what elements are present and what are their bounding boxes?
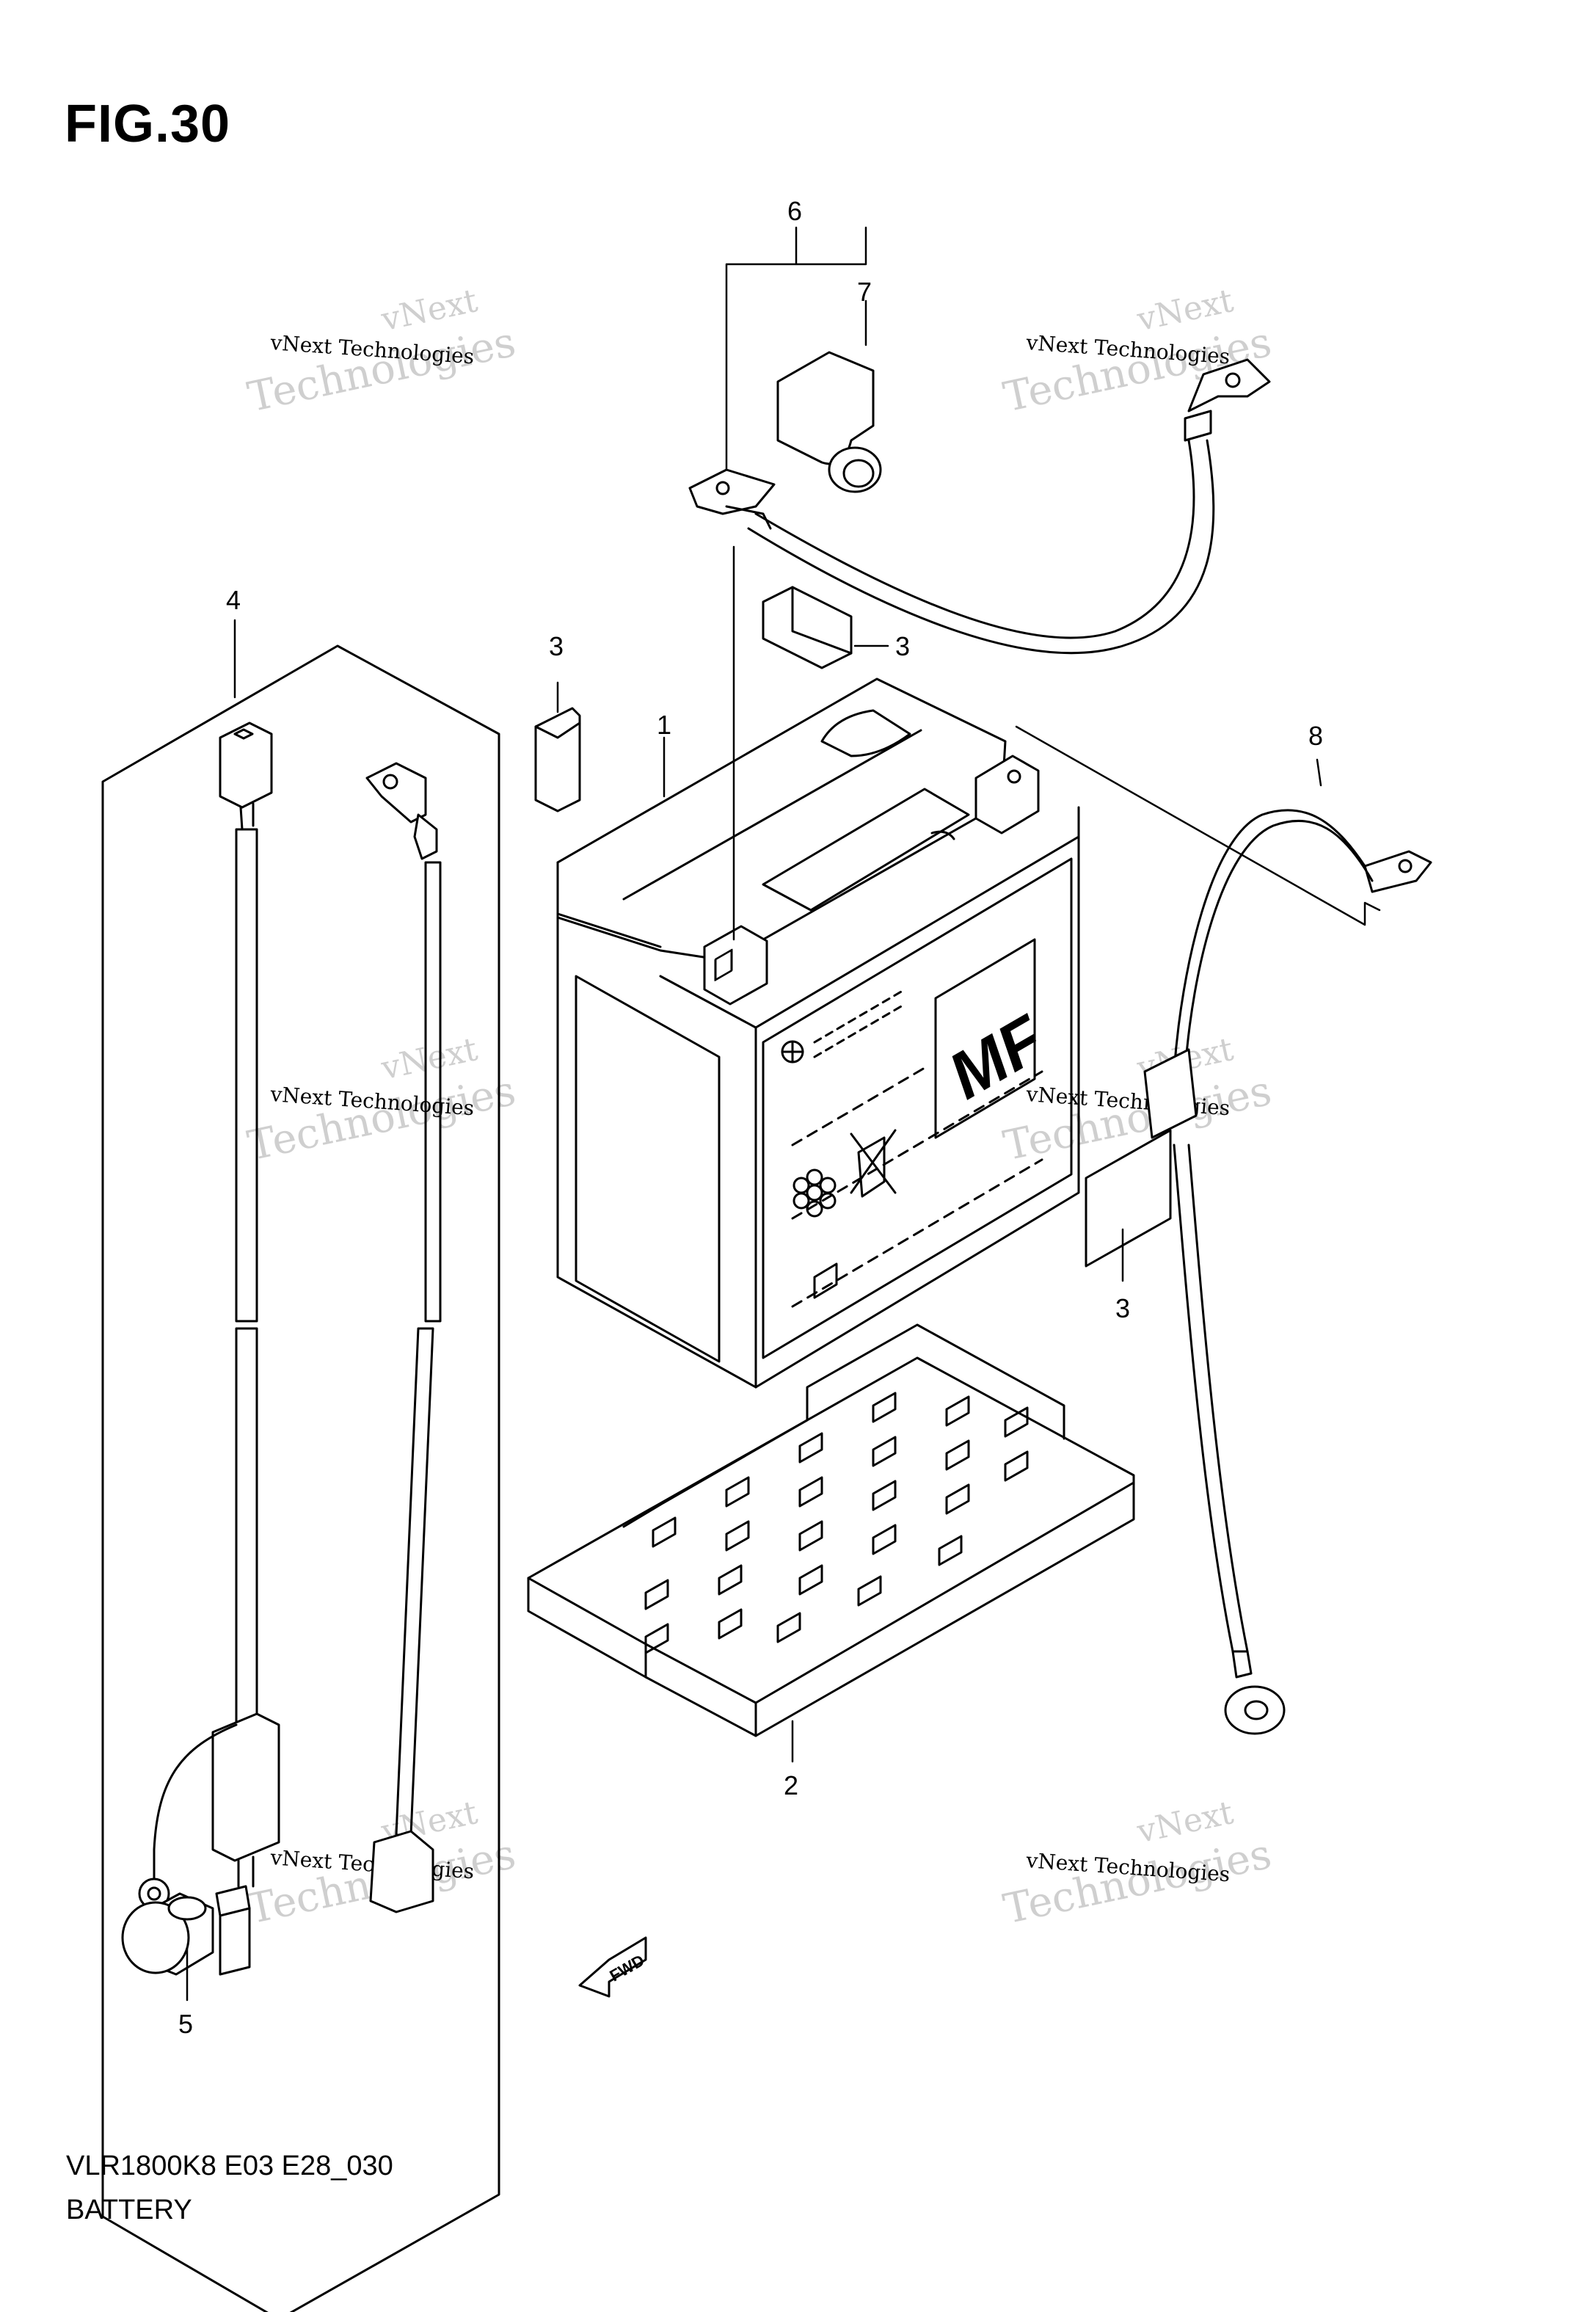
terminal-cap-part-7: [776, 351, 882, 493]
model-code: VLR1800K8 E03 E28_030: [66, 2151, 393, 2181]
pad-part-3-right: [1085, 1129, 1172, 1268]
pad-part-3-left: [534, 707, 581, 813]
callout-6: 6: [787, 196, 802, 226]
section-name: BATTERY: [66, 2195, 192, 2225]
leader-lines: [186, 226, 1381, 2002]
cable-part-6: [688, 358, 1271, 655]
battery-part-1: MF: [556, 677, 1080, 1389]
callout-labels: 6 7 3 3 1 8 8 3 2 4 5: [178, 196, 1323, 2039]
callout-3-left: 3: [549, 631, 564, 661]
cap-part-5: [121, 1892, 214, 1976]
callout-7: 7: [857, 277, 872, 307]
positive-terminal: [974, 755, 1040, 835]
watermark-large-bottom: Technologies: [999, 1831, 1275, 1934]
callout-2: 2: [784, 1770, 798, 1800]
battery-tray-part-2: [527, 1323, 1135, 1737]
harness-kit-part-4: [101, 644, 500, 2312]
callout-5: 5: [178, 2009, 193, 2039]
callout-4: 4: [226, 585, 241, 615]
callout-3-right: 3: [1115, 1293, 1130, 1323]
callout-1: 1: [657, 710, 671, 740]
callout-8-label: 8: [1308, 721, 1323, 751]
negative-terminal: [703, 925, 768, 1006]
figure-title: FIG.30: [65, 95, 231, 153]
pad-part-3-top: [762, 586, 853, 669]
callout-3-top: 3: [895, 631, 910, 661]
cable-part-8: [1143, 809, 1432, 1735]
fwd-arrow: FWD: [578, 1936, 647, 1998]
